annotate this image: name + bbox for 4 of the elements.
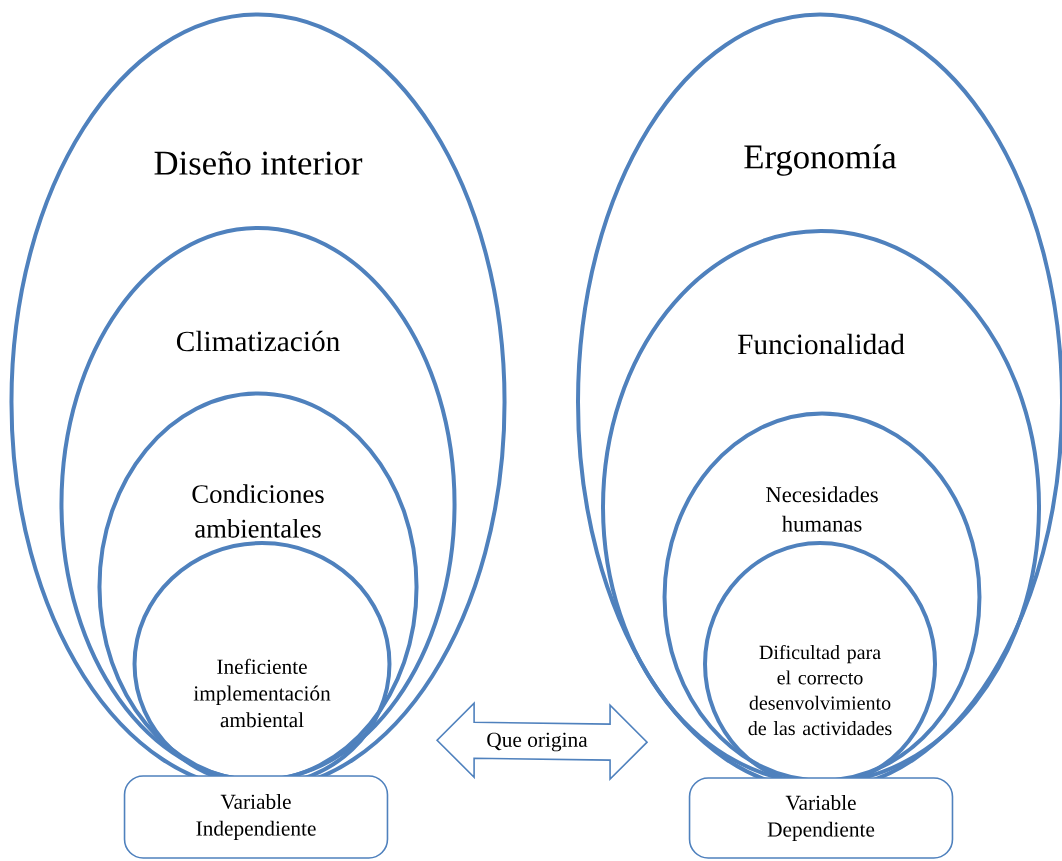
variable-box: Variable Independiente — [123, 775, 389, 859]
edge-label: Que origina — [487, 732, 588, 752]
variable-box: Variable Dependiente — [688, 777, 954, 859]
double-arrow — [435, 701, 649, 782]
